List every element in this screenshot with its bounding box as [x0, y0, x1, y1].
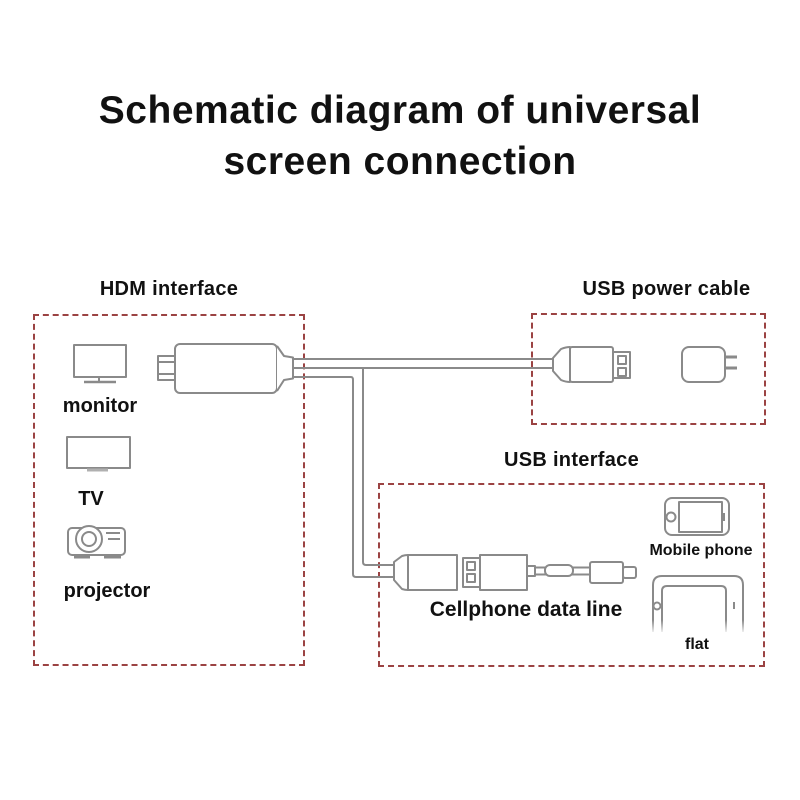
wall-charger-icon: [681, 346, 737, 383]
cable-lines: [293, 358, 592, 578]
tv-label: TV: [78, 488, 104, 510]
hdmi-section-heading: HDM interface: [99, 278, 239, 300]
flat-label: flat: [685, 636, 709, 653]
tablet-icon: [648, 575, 748, 634]
projector-label: projector: [63, 580, 151, 602]
usb-female-connector-icon: [393, 554, 458, 591]
usb-male-connector-icon: [462, 554, 536, 591]
page-title: Schematic diagram of universal screen co…: [0, 85, 800, 187]
hdmi-plug-icon: [157, 343, 294, 394]
cellphone-data-line-label: Cellphone data line: [429, 598, 623, 621]
monitor-icon: [73, 344, 127, 384]
monitor-label: monitor: [62, 395, 138, 417]
projector-icon: [67, 525, 126, 559]
mobile-phone-icon: [664, 497, 730, 536]
mobile-phone-label: Mobile phone: [649, 542, 753, 559]
page-title-line2: screen connection: [223, 140, 577, 183]
micro-usb-plug-icon: [544, 561, 637, 584]
usb-power-section-heading: USB power cable: [582, 278, 751, 300]
hdmi-section-box: [33, 314, 305, 666]
page-title-line1: Schematic diagram of universal: [98, 89, 702, 132]
usb-interface-section-heading: USB interface: [503, 449, 640, 471]
usb-a-plug-icon: [552, 346, 631, 383]
tv-icon: [66, 436, 131, 472]
usb-interface-section-box: [378, 483, 765, 667]
